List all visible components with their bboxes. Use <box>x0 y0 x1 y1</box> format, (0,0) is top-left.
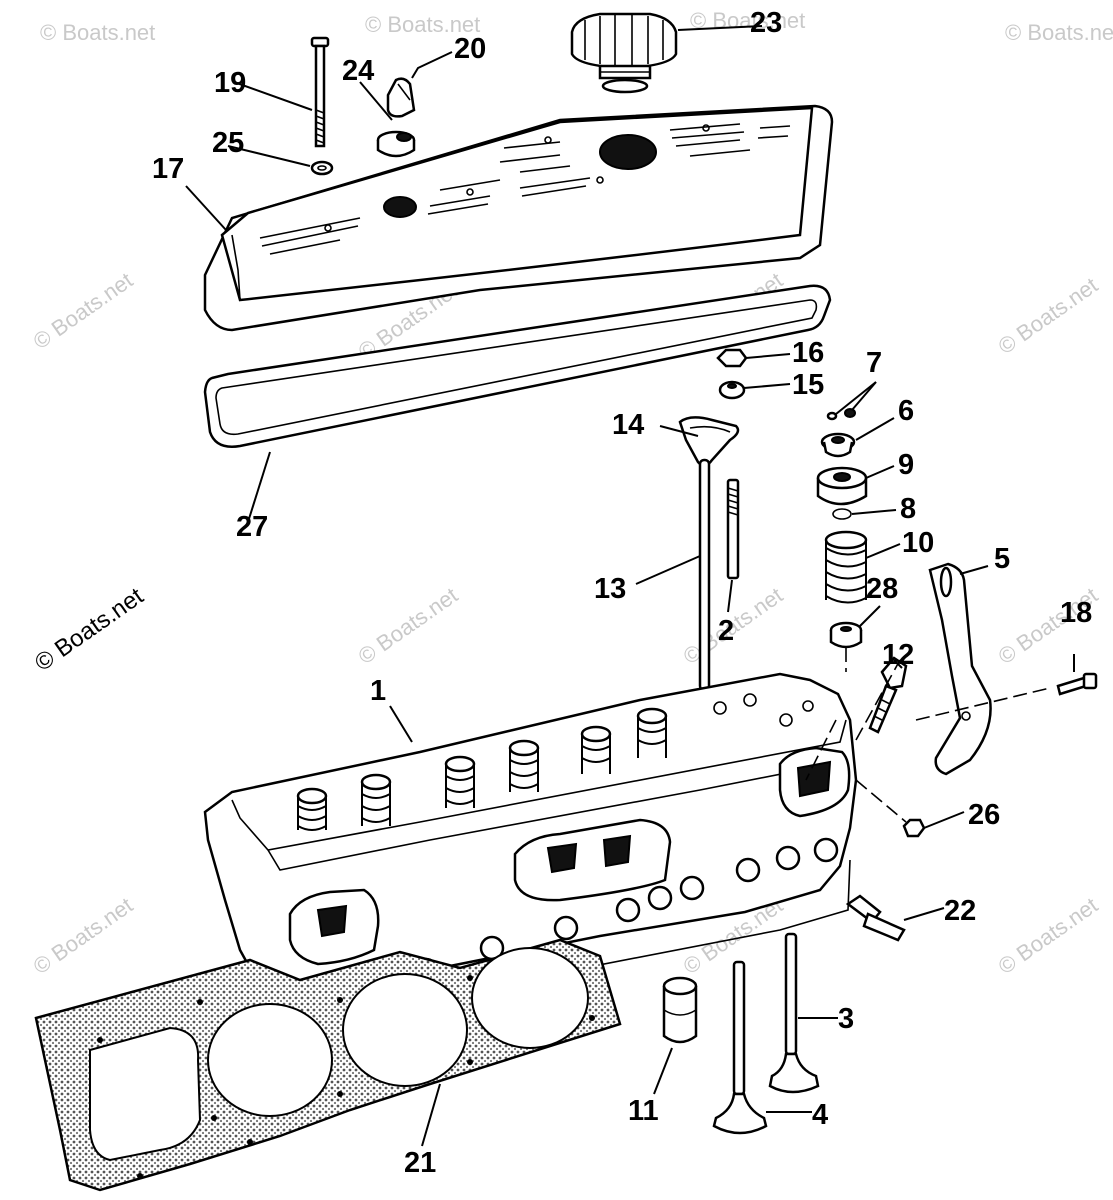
leader-lines <box>185 25 1075 1147</box>
valve-lifter <box>662 976 698 1044</box>
valve-seal <box>832 508 852 520</box>
exhaust-ports <box>288 888 380 966</box>
watermark-text: © Boats.net <box>1005 20 1113 45</box>
watermark-text: © Boats.net <box>354 582 463 669</box>
callout-4: 4 <box>812 1099 828 1131</box>
watermark-text: © Boats.net <box>40 20 155 45</box>
valve-keepers <box>826 408 856 421</box>
watermark-text: © Boats.net <box>30 582 149 676</box>
watermark-text: © Boats.net <box>29 892 138 979</box>
rocker-arm <box>678 416 740 467</box>
callout-13: 13 <box>594 573 626 605</box>
grommet <box>376 130 416 158</box>
callout-14: 14 <box>612 409 644 441</box>
cylinder-head <box>203 672 858 1021</box>
callout-6: 6 <box>898 395 914 427</box>
valve-spring <box>824 530 868 604</box>
rocker-stud <box>726 478 740 580</box>
watermark-text: © Boats.net <box>365 12 480 37</box>
intake-valve <box>768 932 820 1094</box>
callout-28: 28 <box>866 573 898 605</box>
callout-12: 12 <box>882 639 914 671</box>
valve-spring-retainer <box>820 432 856 458</box>
pushrod <box>698 458 711 692</box>
callout-25: 25 <box>212 127 244 159</box>
watermark-text: © Boats.net <box>994 272 1103 359</box>
oil-filler-cap <box>570 12 678 94</box>
lifting-bracket <box>928 562 992 776</box>
callout-20: 20 <box>454 33 486 65</box>
intake-ports <box>513 746 851 902</box>
hold-down-bolt <box>310 36 330 148</box>
callout-labels: 1 2 3 4 5 6 7 8 9 10 11 12 13 14 15 16 1… <box>152 7 1092 1179</box>
callout-24: 24 <box>342 55 374 87</box>
callout-3: 3 <box>838 1003 854 1035</box>
callout-22: 22 <box>944 895 976 927</box>
rocker-ball <box>718 380 746 400</box>
watermark-text: © Boats.net <box>994 892 1103 979</box>
exhaust-valve <box>712 960 768 1135</box>
callout-16: 16 <box>792 337 824 369</box>
rocker-nut <box>716 348 748 368</box>
pcv-elbow-fitting <box>386 77 416 118</box>
head-gasket <box>34 938 622 1192</box>
watermark-text: © Boats.net <box>29 267 138 354</box>
callout-21: 21 <box>404 1147 436 1179</box>
temperature-sender <box>845 894 906 942</box>
callout-15: 15 <box>792 369 824 401</box>
callout-18: 18 <box>1060 597 1092 629</box>
callout-8: 8 <box>900 493 916 525</box>
bracket-bolt <box>1056 672 1098 696</box>
callout-5: 5 <box>994 543 1010 575</box>
callout-26: 26 <box>968 799 1000 831</box>
valve-cover-gasket <box>203 284 832 448</box>
valve-cover <box>203 104 834 332</box>
callout-27: 27 <box>236 511 268 543</box>
spring-shim <box>829 621 863 649</box>
callout-7: 7 <box>866 347 882 379</box>
callout-17: 17 <box>152 153 184 185</box>
washer <box>310 160 334 176</box>
callout-9: 9 <box>898 449 914 481</box>
valve-rotator <box>816 466 868 506</box>
callout-11: 11 <box>628 1095 659 1127</box>
callout-19: 19 <box>214 67 246 99</box>
installed-valve-springs <box>296 707 668 831</box>
callout-2: 2 <box>718 615 734 647</box>
callout-10: 10 <box>902 527 934 559</box>
callout-1: 1 <box>370 675 386 707</box>
hex-nut <box>902 818 926 838</box>
callout-23: 23 <box>750 7 782 39</box>
